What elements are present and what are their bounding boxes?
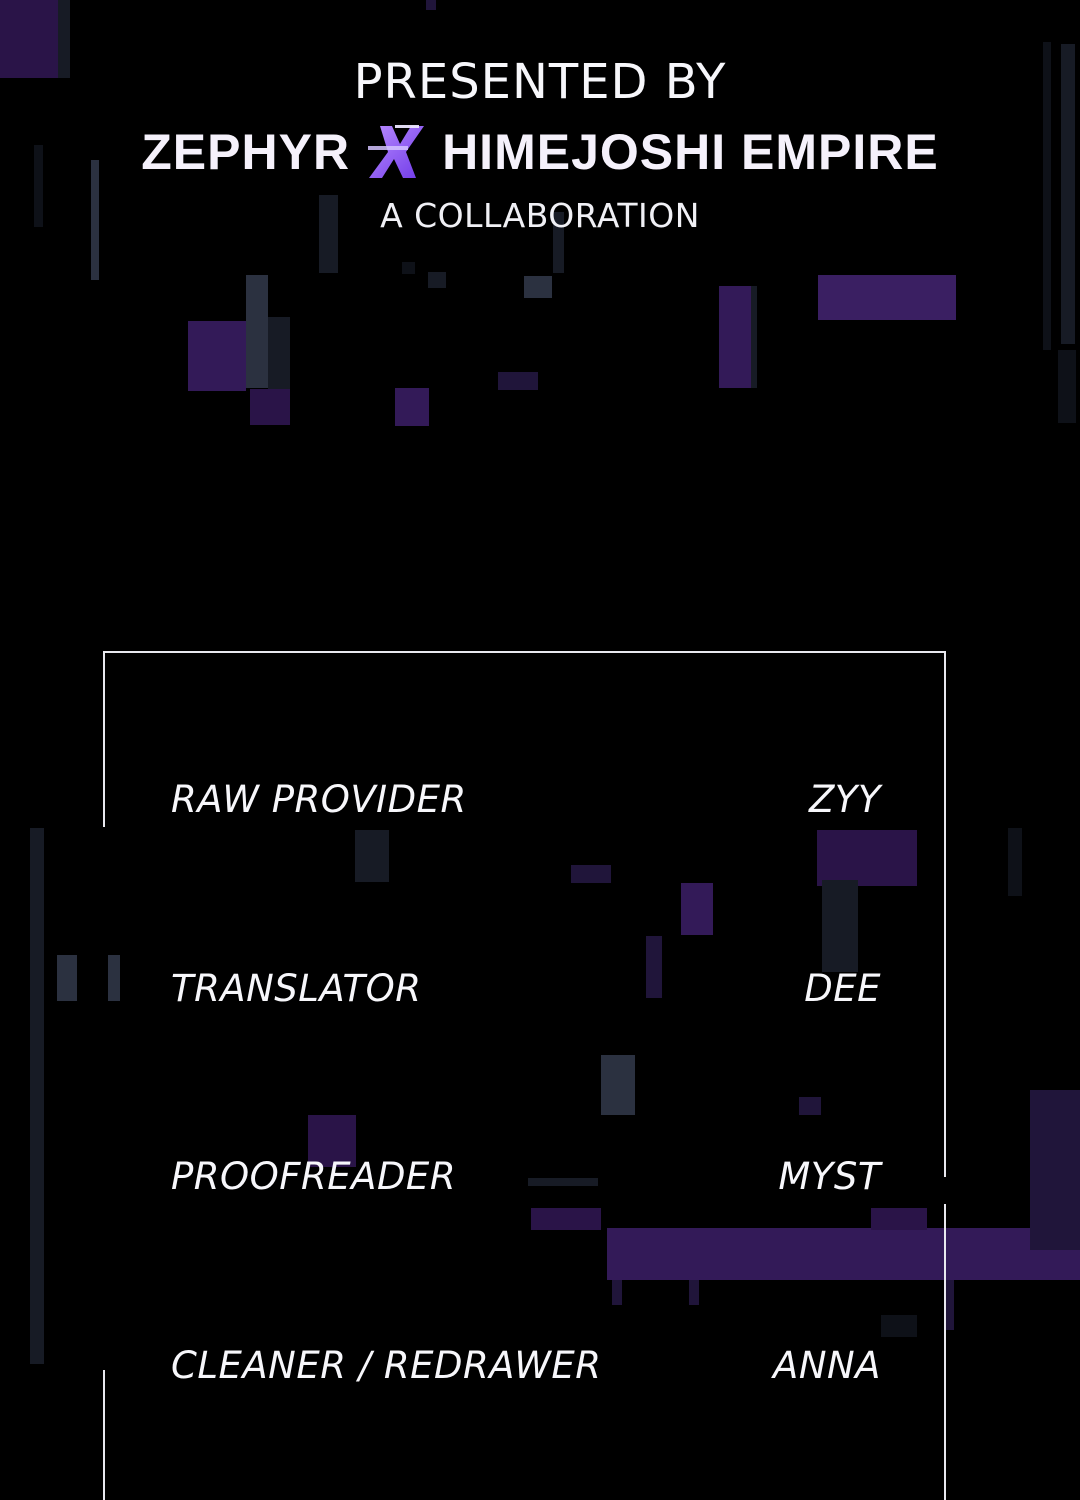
credit-name: DEE — [804, 967, 881, 1010]
glitch-block — [402, 262, 415, 274]
glitch-block — [30, 828, 44, 1364]
glitch-block — [395, 388, 429, 426]
credit-name: MYST — [778, 1155, 881, 1198]
collaboration-brand-row: ZEPHYR HIMEJOSHI EMPIRE — [0, 122, 1080, 182]
himejoshi-brand-name: HIMEJOSHI EMPIRE — [442, 124, 939, 180]
credit-role: TRANSLATOR — [171, 967, 422, 1010]
glitch-block — [428, 272, 446, 288]
zephyr-brand-name: ZEPHYR — [141, 124, 351, 180]
credit-role: RAW PROVIDER — [171, 778, 467, 821]
glitch-block — [751, 286, 757, 388]
glitch-block — [250, 389, 290, 425]
credit-row-translator: TRANSLATOR DEE — [171, 970, 881, 1007]
glitch-block — [1058, 350, 1076, 423]
credit-role: PROOFREADER — [171, 1155, 457, 1198]
glitch-block — [1008, 828, 1022, 896]
collaboration-subtitle: A COLLABORATION — [380, 196, 700, 235]
glitch-block — [719, 286, 755, 388]
glitch-block — [246, 275, 268, 388]
glitch-block — [1030, 1090, 1080, 1250]
credit-row-cleaner-redrawer: CLEANER / REDRAWER ANNA — [171, 1347, 881, 1384]
credit-role: CLEANER / REDRAWER — [171, 1344, 602, 1387]
frame-gap-mask — [100, 827, 108, 1370]
x-icon — [368, 125, 425, 178]
glitch-block — [57, 955, 77, 1001]
glitch-block — [426, 0, 436, 10]
glitch-block — [818, 275, 956, 320]
glitch-block — [945, 1280, 954, 1330]
glitch-block — [268, 317, 290, 393]
glitch-block — [524, 276, 552, 298]
credit-name: ANNA — [773, 1344, 881, 1387]
glitch-block — [498, 372, 538, 390]
credit-row-raw-provider: RAW PROVIDER ZYY — [171, 781, 881, 818]
frame-gap-mask — [943, 1177, 951, 1204]
credit-row-proofreader: PROOFREADER MYST — [171, 1158, 881, 1195]
glitch-block — [188, 321, 246, 391]
credit-name: ZYY — [808, 778, 881, 821]
presented-by-heading: PRESENTED BY — [353, 54, 727, 110]
